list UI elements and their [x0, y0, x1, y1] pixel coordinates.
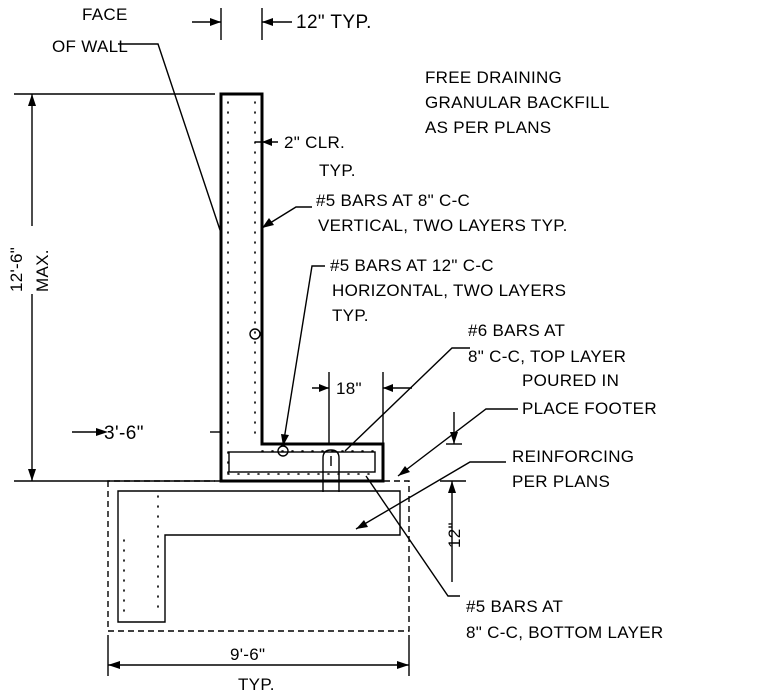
label-wall-height: 12'-6" [7, 247, 26, 292]
label-base-width: 9'-6" [230, 645, 265, 664]
label-horiz-bars-2: HORIZONTAL, TWO LAYERS [332, 281, 566, 300]
label-backfill-2: GRANULAR BACKFILL [425, 93, 610, 112]
existing-footer-inner [117, 490, 401, 623]
existing-footer-dashed [107, 480, 410, 632]
arrow [262, 18, 273, 26]
label-cover-1: 2" CLR. [284, 133, 345, 152]
hooked-bar [322, 449, 340, 492]
vert-bars-leader [261, 206, 312, 229]
label-top-bars-2: 8" C-C, TOP LAYER [468, 347, 626, 366]
arrow [398, 466, 410, 476]
label-footing-depth: 12" [445, 522, 464, 548]
label-base-width-typ: TYP. [238, 675, 275, 694]
footing-inner-rect [228, 451, 376, 473]
label-bottom-bars-2: 8" C-C, BOTTOM LAYER [466, 623, 664, 642]
label-stem-thickness: 12" TYP. [296, 12, 372, 33]
label-horiz-bars-1: #5 BARS AT 12" C-C [330, 256, 494, 275]
arrow [96, 428, 108, 436]
label-reinf-1: REINFORCING [512, 447, 634, 466]
label-vert-bars-2: VERTICAL, TWO LAYERS TYP. [318, 216, 568, 235]
label-reinf-2: PER PLANS [512, 472, 610, 491]
arrow [448, 481, 456, 493]
arrow [397, 661, 409, 669]
horiz-bars-leader [282, 265, 325, 447]
arrow [450, 432, 458, 444]
arrow [210, 18, 221, 26]
arrow [262, 138, 272, 146]
arrow [356, 520, 368, 529]
label-wall-height-max: MAX. [33, 249, 52, 292]
label-bottom-bars-1: #5 BARS AT [466, 597, 563, 616]
label-horiz-bars-3: TYP. [332, 306, 369, 325]
arrow [262, 218, 274, 228]
label-of-wall: OF WALL [52, 37, 128, 56]
arrow [28, 469, 36, 481]
top-bars-leader [344, 347, 470, 452]
arrow [28, 94, 36, 106]
arrow [319, 384, 329, 392]
bottom-bars-leader [365, 475, 460, 597]
label-cover-2: TYP. [319, 161, 356, 180]
label-top-bars-1: #6 BARS AT [468, 321, 565, 340]
arrow [281, 434, 289, 446]
footer-leader [397, 408, 518, 477]
reinf-leader [355, 461, 506, 530]
label-heel-dim: 18" [336, 379, 362, 398]
label-vert-bars-1: #5 BARS AT 8" C-C [316, 191, 470, 210]
label-backfill-1: FREE DRAINING [425, 68, 562, 87]
arrow [108, 661, 120, 669]
face-of-wall-leader [118, 43, 222, 234]
label-footer-2: PLACE FOOTER [522, 399, 657, 418]
label-toe-dim: 3'-6" [104, 423, 144, 444]
horizontal-bar-circle-stem [249, 328, 261, 340]
label-footer-1: POURED IN [522, 371, 619, 390]
label-face: FACE [82, 5, 128, 24]
label-backfill-3: AS PER PLANS [425, 118, 551, 137]
arrow [383, 384, 393, 392]
